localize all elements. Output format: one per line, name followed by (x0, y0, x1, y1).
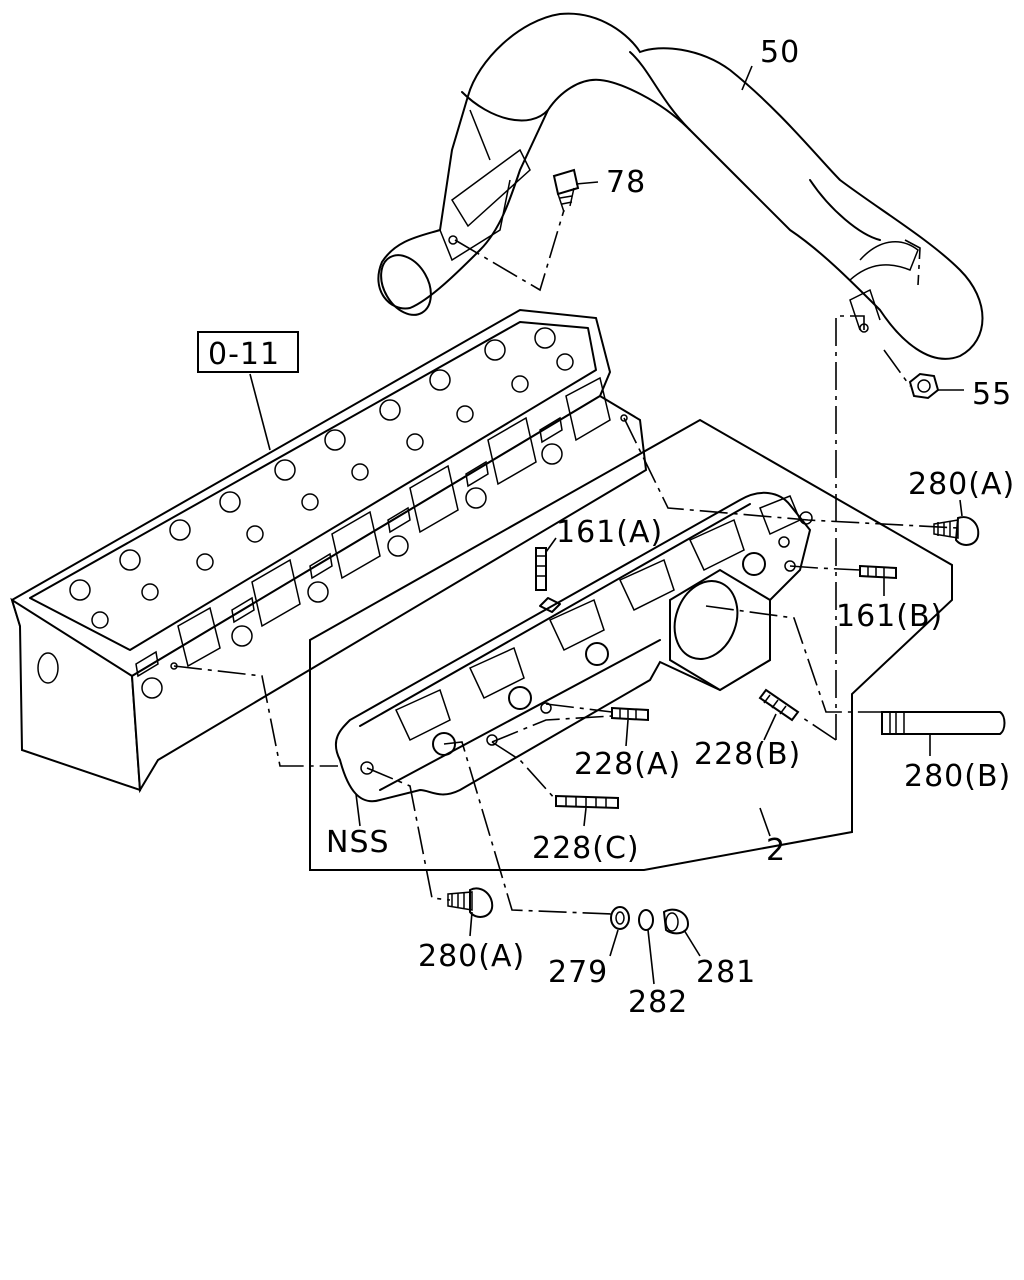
washer-282-drawing (638, 909, 654, 931)
stud-161b-drawing (859, 564, 897, 580)
callout-228a: 228(A) (574, 747, 681, 782)
assembly-frame (309, 418, 953, 871)
nut-55-drawing (908, 372, 940, 400)
assembly-center-lines (173, 209, 959, 915)
reference-box (197, 331, 299, 373)
stud-161a-drawing (535, 547, 547, 591)
callout-228c: 228(C) (532, 831, 640, 866)
leader-lines (249, 65, 964, 985)
callout-280a-bottom: 280(A) (418, 939, 525, 974)
callout-55: 55 (972, 377, 1012, 412)
callout-50: 50 (760, 35, 800, 70)
callout-228b: 228(B) (694, 737, 801, 772)
bolt-280b-drawing (881, 711, 1006, 735)
callout-280b: 280(B) (904, 759, 1011, 794)
bolt-280a-top-drawing (933, 516, 980, 546)
stud-228a-drawing (611, 706, 649, 722)
stud-228c-drawing (555, 794, 619, 810)
intake-pipe-drawing (377, 12, 984, 360)
nut-281-drawing (662, 908, 690, 935)
callout-280a-top: 280(A) (908, 467, 1015, 502)
stud-228b-drawing (758, 688, 800, 722)
callout-78: 78 (606, 165, 646, 200)
bolt-280a-bottom-drawing (447, 887, 494, 918)
manifold-drawing (334, 491, 813, 803)
callout-2: 2 (766, 833, 786, 868)
callout-279: 279 (548, 955, 608, 990)
callout-161b: 161(B) (836, 599, 943, 634)
washer-279-drawing (610, 906, 630, 930)
callout-281: 281 (696, 955, 756, 990)
bolt-78-drawing (552, 168, 580, 213)
reference-box-label: 0-11 (208, 337, 280, 372)
callout-nss: NSS (326, 825, 390, 860)
callout-161a: 161(A) (556, 515, 663, 550)
callout-282: 282 (628, 985, 688, 1020)
cylinder-head-drawing (10, 308, 648, 794)
